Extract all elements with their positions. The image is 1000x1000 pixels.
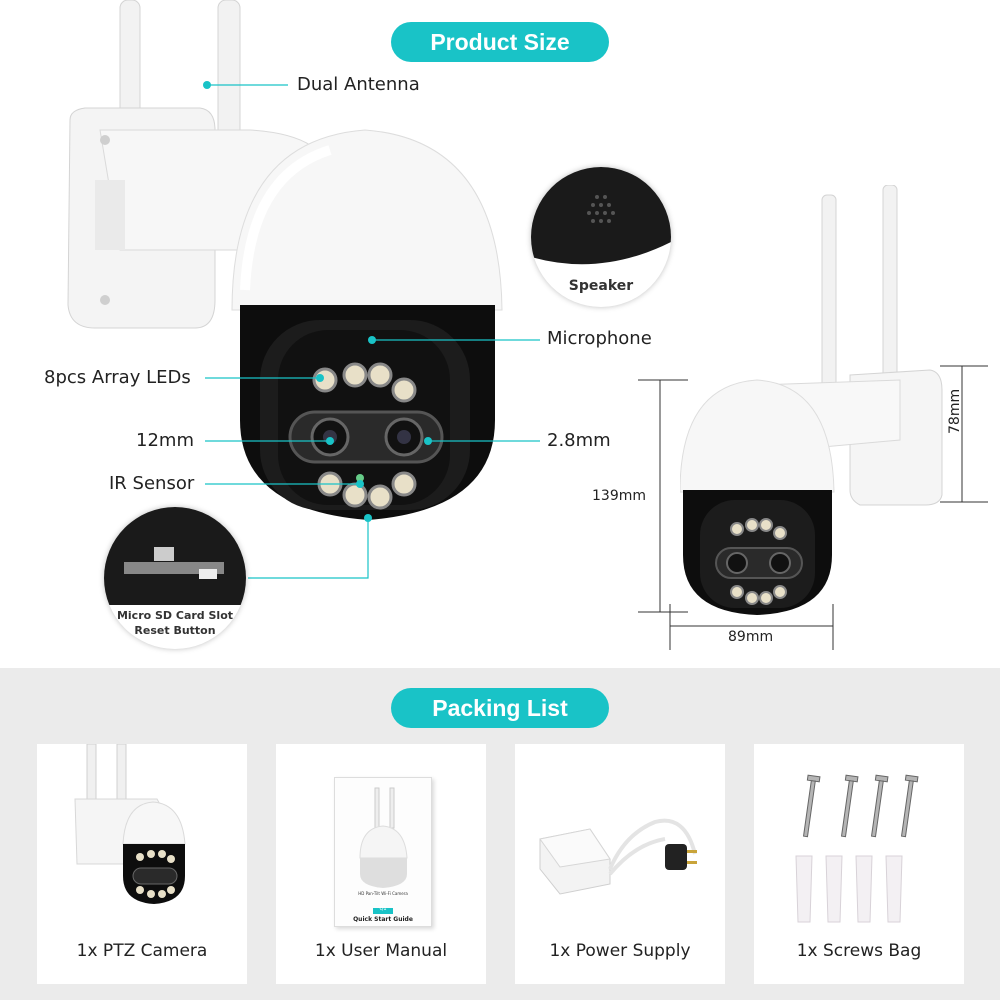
ir-sensor-label: IR Sensor xyxy=(109,473,195,494)
callout-lines xyxy=(203,81,540,579)
ptz-camera-icon xyxy=(74,744,186,904)
packing-item-user-manual: HD Pan-Tilt Wi-Fi Camera Q1 Quick Start … xyxy=(276,744,486,984)
dual-antenna-label: Dual Antenna xyxy=(297,74,420,95)
width-dimension-label: 89mm xyxy=(728,629,774,645)
height-dimension-label: 139mm xyxy=(592,488,646,504)
packing-item-power-supply: 1x Power Supply xyxy=(515,744,725,984)
user-manual-label: 1x User Manual xyxy=(314,941,448,961)
manual-model: Q1 xyxy=(379,906,387,912)
manual-subtitle: HD Pan-Tilt Wi-Fi Camera xyxy=(358,891,408,896)
power-supply-icon xyxy=(539,818,697,895)
main-camera-image xyxy=(67,0,503,520)
lens-12mm-label: 12mm xyxy=(136,430,194,451)
microphone-label: Microphone xyxy=(547,328,652,349)
depth-dimension-label: 78mm xyxy=(947,388,963,434)
sd-card-label-line1: Micro SD Card Slot xyxy=(116,609,234,622)
product-size-title: Product Size xyxy=(391,22,609,62)
screws-bag-label: 1x Screws Bag xyxy=(796,941,922,961)
dimension-lines xyxy=(638,365,988,650)
speaker-detail-circle: Speaker xyxy=(531,167,671,307)
array-leds-label: 8pcs Array LEDs xyxy=(44,367,191,388)
sd-card-slot-icon xyxy=(104,507,246,605)
screws-bag-icon xyxy=(795,774,919,923)
ptz-camera-label: 1x PTZ Camera xyxy=(76,941,208,961)
sd-card-label-line2: Reset Button xyxy=(134,624,216,637)
lens-28mm-label: 2.8mm xyxy=(547,430,611,451)
dimension-camera-image xyxy=(680,185,943,615)
packing-item-ptz-camera: 1x PTZ Camera xyxy=(37,744,247,984)
user-manual-icon: HD Pan-Tilt Wi-Fi Camera Q1 Quick Start … xyxy=(334,777,432,927)
manual-guide: Quick Start Guide xyxy=(353,916,413,923)
packing-list-title: Packing List xyxy=(391,688,609,728)
speaker-grille-icon xyxy=(531,167,671,265)
packing-item-screws-bag: 1x Screws Bag xyxy=(754,744,964,984)
power-supply-label: 1x Power Supply xyxy=(549,941,691,961)
speaker-label: Speaker xyxy=(568,278,634,294)
sd-card-detail-circle: Micro SD Card Slot Reset Button xyxy=(104,507,246,649)
